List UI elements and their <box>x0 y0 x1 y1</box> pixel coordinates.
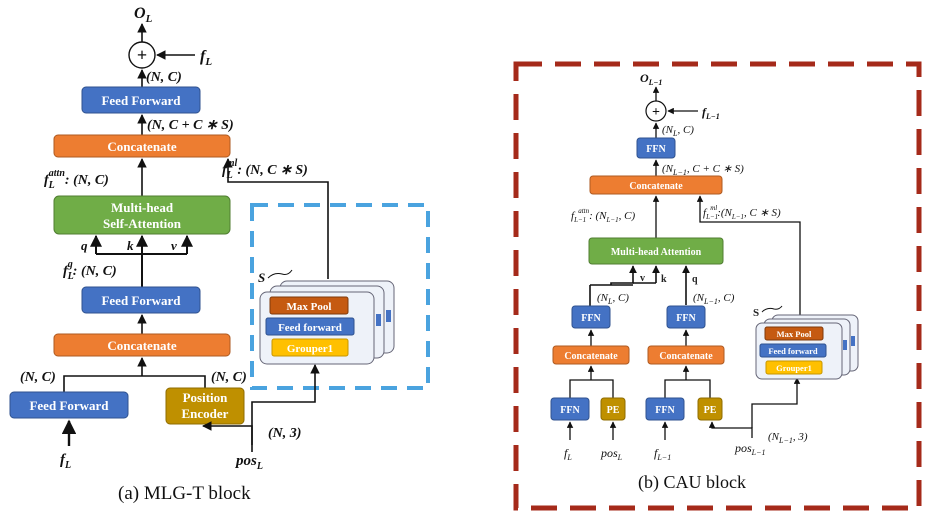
caption-a: (a) MLG-T block <box>118 483 251 504</box>
concatenate-top-b <box>589 175 723 195</box>
panel-b: OL−1 + fL−1 (NL, C) FFN (NL−1, C + C ∗ S… <box>513 61 922 511</box>
feed-forward-mid-label-a: Feed Forward <box>101 293 181 308</box>
feed-forward-low-label-a: Feed Forward <box>29 398 109 413</box>
input-f-l-label-b: fL <box>564 446 572 462</box>
mha-label-b: Multi-head Attention <box>611 247 702 258</box>
k-label-b: k <box>661 274 667 285</box>
s-label-a: S <box>258 270 265 285</box>
grouper-a <box>271 338 349 357</box>
s-label-b: S <box>753 307 759 319</box>
shape-label-left-b: (NL, C) <box>597 292 629 306</box>
input-f-m-label-b: fL−1 <box>654 446 671 462</box>
ffn-bottom-left-label-b: FFN <box>560 405 580 416</box>
concatenate-left-b <box>552 345 630 365</box>
shape-label-right-a: (N, C) <box>211 370 247 385</box>
ffn-left-b <box>571 305 611 329</box>
pos-shape-label-b: (NL−1, 3) <box>768 431 808 445</box>
grouper-b <box>765 360 823 375</box>
mhsa-line1-a: Multi-head <box>111 200 174 215</box>
concatenate-low-a <box>53 333 231 357</box>
shape-label-left-a: (N, C) <box>20 370 56 385</box>
v-label-a: v <box>171 238 177 253</box>
residual-input-label-a: fL <box>200 48 212 68</box>
multi-head-self-attention-a <box>53 195 231 235</box>
dashed-region-a <box>250 203 430 390</box>
f-g-label-a: fLg: (N, C) <box>63 259 117 282</box>
pe-left-b <box>600 397 626 421</box>
v-label-b: v <box>640 273 645 284</box>
multi-head-attention-b <box>588 237 724 265</box>
input-f-label-a: fL <box>60 452 71 471</box>
feed-forward-mid-a <box>81 286 201 314</box>
residual-input-label-b: fL−1 <box>702 105 720 121</box>
shape-label-top-b: (NL, C) <box>662 124 694 138</box>
feed-forward-top-a <box>81 86 201 114</box>
f-ml-label-b: fL−1ml:(NL−1, C ∗ S) <box>703 204 781 221</box>
output-label-b: OL−1 <box>640 71 662 87</box>
ffn-bottom-left-b <box>550 397 590 421</box>
concatenate-top-a <box>53 134 231 158</box>
input-pos-l-label-b: posL <box>600 446 623 462</box>
pe-left-label-b: PE <box>607 405 620 416</box>
ffn-top-b <box>636 137 676 159</box>
concatenate-mid-label-b: Concatenate <box>659 351 713 362</box>
concatenate-top-label-b: Concatenate <box>629 181 683 192</box>
dashed-border-b <box>513 61 922 511</box>
shape-label-top-a: (N, C) <box>146 70 182 85</box>
max-pool-label-b: Max Pool <box>777 329 812 339</box>
feed-forward-stack-label-a: Feed forward <box>278 322 342 334</box>
f-ml-label-a: fLml: (N, C ∗ S) <box>222 158 308 181</box>
feed-forward-low-a <box>9 391 129 419</box>
shape-label-concat-out-b: (NL−1, C + C ∗ S) <box>662 163 744 177</box>
shape-label-mid-b: (NL−1, C) <box>693 292 735 306</box>
pe-mid-label-b: PE <box>704 405 717 416</box>
add-symbol-a: + <box>137 45 147 65</box>
add-symbol-b: + <box>652 105 660 120</box>
ffn-mid-label-b: FFN <box>676 313 696 324</box>
pe-line2-a: Encoder <box>182 406 229 421</box>
ffn-mid-b <box>666 305 706 329</box>
max-pool-label-a: Max Pool <box>287 301 332 313</box>
output-label-a: OL <box>134 5 153 25</box>
q-label-b: q <box>692 274 698 285</box>
concatenate-top-label-a: Concatenate <box>107 139 177 154</box>
ffn-bottom-mid-label-b: FFN <box>655 405 675 416</box>
feed-forward-stack-a <box>265 317 355 336</box>
input-pos-m-label-b: posL−1 <box>734 441 766 457</box>
s-brace-b <box>761 305 783 313</box>
f-attn-label-a: fLattn: (N, C) <box>44 168 109 191</box>
pe-line1-a: Position <box>183 390 229 405</box>
feed-forward-stack-b <box>759 343 827 358</box>
max-pool-b <box>764 326 824 341</box>
grouper-label-a: Grouper1 <box>287 343 333 355</box>
panel-a: OL + fL (N, C) Feed Forward (N, C + C ∗ … <box>9 5 430 504</box>
shape-label-concat-out-a: (N, C + C ∗ S) <box>147 118 234 133</box>
q-label-a: q <box>81 238 88 253</box>
max-pool-a <box>269 296 349 315</box>
k-label-a: k <box>127 238 134 253</box>
grouper-label-b: Grouper1 <box>776 363 812 373</box>
mhsa-line2-a: Self-Attention <box>103 216 182 231</box>
pos-shape-label-a: (N, 3) <box>268 426 301 441</box>
feed-forward-top-label-a: Feed Forward <box>101 93 181 108</box>
concatenate-left-label-b: Concatenate <box>564 351 618 362</box>
s-brace-a <box>267 269 293 279</box>
layer-stack-a: Max Pool Feed forward Grouper1 <box>259 280 395 365</box>
ffn-bottom-mid-b <box>645 397 685 421</box>
concatenate-low-label-a: Concatenate <box>107 338 177 353</box>
ffn-top-label-b: FFN <box>646 144 666 155</box>
caption-b: (b) CAU block <box>638 472 746 493</box>
input-pos-label-a: posL <box>234 453 263 472</box>
concatenate-mid-b <box>647 345 725 365</box>
feed-forward-stack-label-b: Feed forward <box>768 346 818 356</box>
f-attn-label-b: fL−1attn: (NL−1, C) <box>571 207 635 224</box>
add-node-b <box>645 100 667 122</box>
pe-mid-b <box>697 397 723 421</box>
ffn-left-label-b: FFN <box>581 313 601 324</box>
layer-stack-b: Max Pool Feed forward Grouper1 <box>755 314 859 380</box>
